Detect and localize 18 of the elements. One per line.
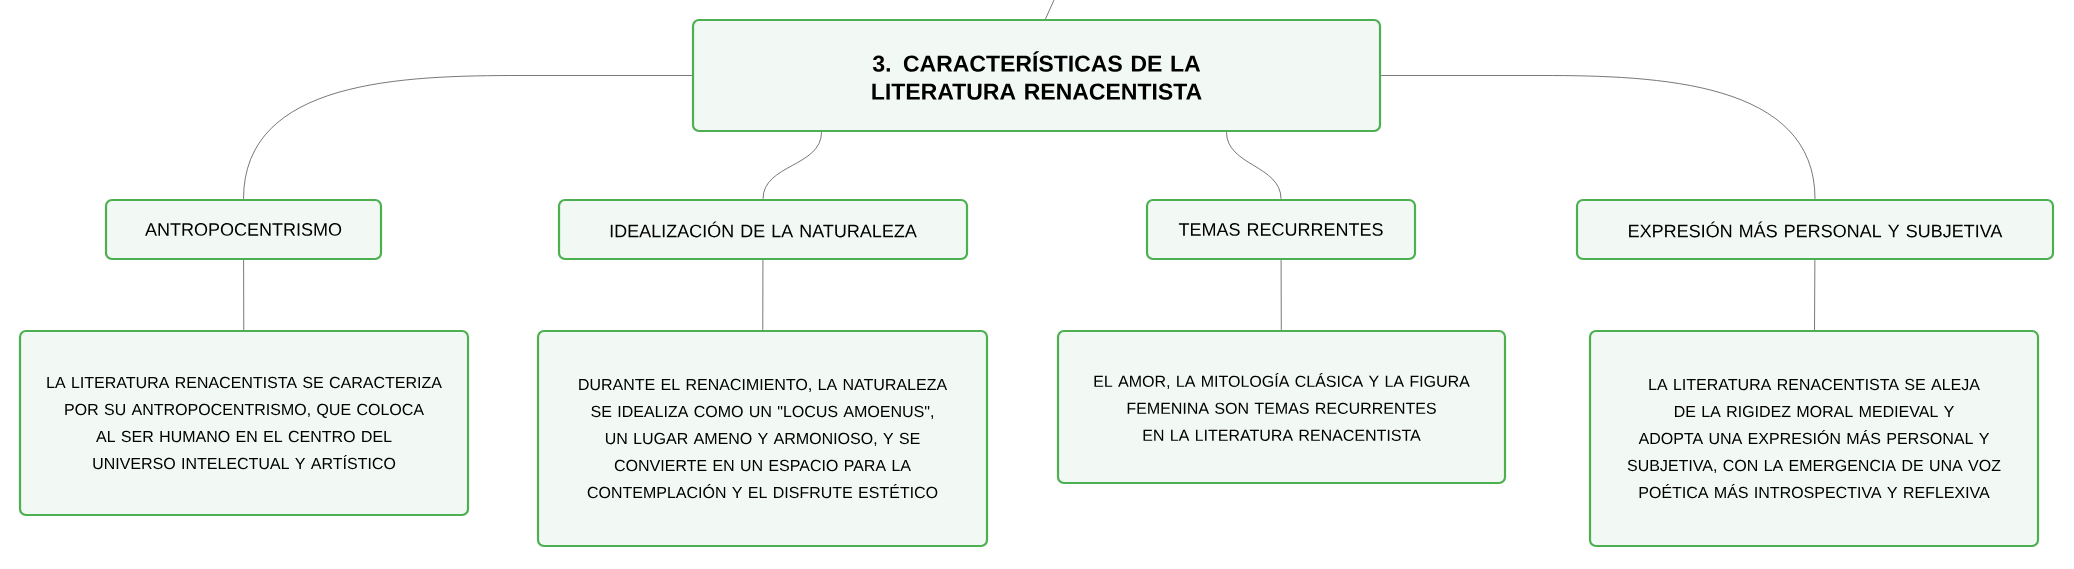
topic-box: EXPRESIÓN MÁS PERSONAL Y SUBJETIVA: [1575, 198, 2055, 261]
connector-line: [1226, 131, 1282, 200]
topic-box: ANTROPOCENTRISMO: [104, 198, 383, 261]
topic-box: IDEALIZACIÓN DE LA NATURALEZA: [557, 198, 969, 261]
title-box: 3. CARACTERÍSTICAS DE LA LITERATURA RENACENTISTA: [691, 18, 1382, 133]
connector-line: [762, 131, 822, 200]
description-box: LA LITERATURA RENACENTISTA SE ALEJA DE LA RIGIDEZ MORAL MEDIEVAL Y ADOPTA UNA EXPRESIÓN MÁS PERSONAL Y SUBJETIVA, CON LA EMERGENCIA DE UNA VOZ POÉTICA MÁS INTROSPECTIVA Y REFLEXIVA: [1588, 329, 2040, 548]
connector-line: [762, 259, 764, 331]
description-box: DURANTE EL RENACIMIENTO, LA NATURALEZA SE IDEALIZA COMO UN "LOCUS AMOENUS", UN LUGAR AMENO Y ARMONIOSO, Y SE CONVIERTE EN UN ESPACIO PARA LA CONTEMPLACIÓN Y EL DISFRUTE ESTÉTICO: [536, 329, 989, 548]
connector-line: [1280, 259, 1282, 331]
connector-line: [1045, 0, 1055, 20]
description-box: LA LITERATURA RENACENTISTA SE CARACTERIZA POR SU ANTROPOCENTRISMO, QUE COLOCA AL SER HUMANO EN EL CENTRO DEL UNIVERSO INTELECTUAL Y ARTÍSTICO: [18, 329, 470, 517]
connector-line: [1814, 259, 1816, 331]
description-box: EL AMOR, LA MITOLOGÍA CLÁSICA Y LA FIGURA FEMENINA SON TEMAS RECURRENTES EN LA LITERATURA RENACENTISTA: [1056, 329, 1507, 485]
topic-box: TEMAS RECURRENTES: [1145, 198, 1417, 261]
connector-line: [1380, 75, 1816, 200]
connector-line: [243, 259, 245, 331]
connector-line: [243, 75, 693, 200]
